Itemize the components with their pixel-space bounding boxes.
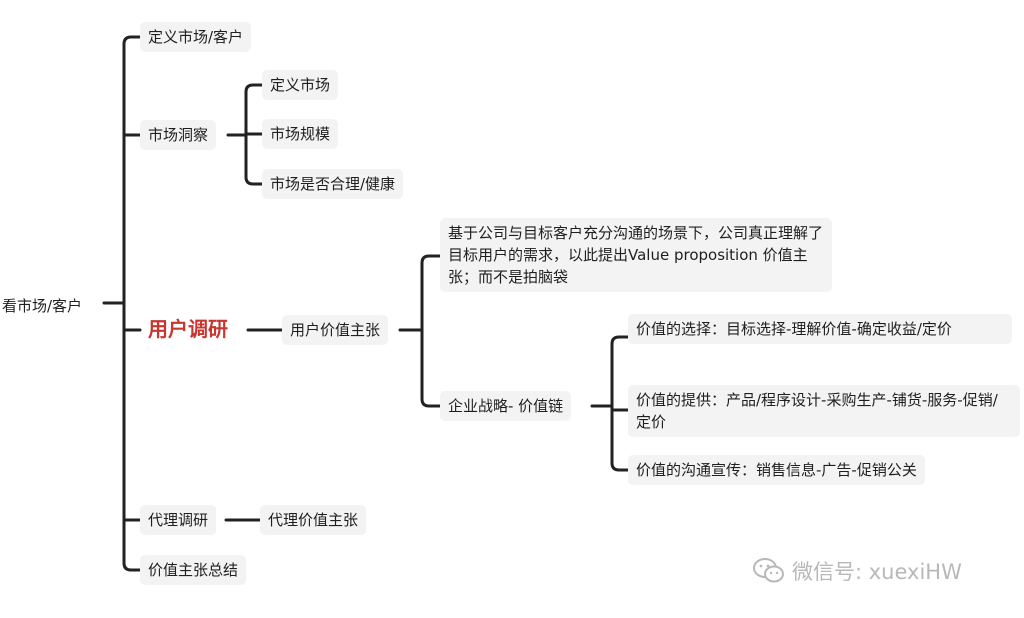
connector: [610, 335, 630, 472]
node-value-proposition-description[interactable]: 基于公司与目标客户充分沟通的场景下，公司真正理解了目标用户的需求，以此提出Val…: [440, 218, 832, 292]
node-define-market[interactable]: 定义市场: [262, 70, 339, 100]
node-agent-research[interactable]: 代理调研: [140, 505, 217, 535]
connector: [420, 254, 442, 408]
node-value-chain[interactable]: 企业战略- 价值链: [440, 391, 572, 421]
node-value-delivery[interactable]: 价值的提供：产品/程序设计-采购生产-铺货-服务-促销/定价: [628, 385, 1020, 437]
node-market-size[interactable]: 市场规模: [262, 119, 339, 149]
connector: [122, 35, 142, 572]
node-user-value-proposition[interactable]: 用户价值主张: [282, 315, 389, 345]
node-value-communication[interactable]: 价值的沟通宣传：销售信息-广告-促销公关: [628, 455, 925, 485]
root-node[interactable]: 看市场/客户: [2, 297, 83, 315]
node-value-choice[interactable]: 价值的选择：目标选择-理解价值-确定收益/定价: [628, 314, 1012, 344]
node-user-research[interactable]: 用户调研: [148, 317, 228, 341]
connector: [244, 83, 264, 186]
node-value-proposition-summary[interactable]: 价值主张总结: [140, 555, 247, 585]
wechat-icon: [753, 558, 784, 583]
watermark: 微信号: xuexiHW: [752, 556, 962, 586]
watermark-text: 微信号: xuexiHW: [792, 560, 962, 584]
node-market-health[interactable]: 市场是否合理/健康: [262, 169, 404, 199]
node-agent-value-proposition[interactable]: 代理价值主张: [260, 505, 367, 535]
node-market-insight[interactable]: 市场洞察: [140, 120, 217, 150]
node-define-market-customer[interactable]: 定义市场/客户: [140, 22, 252, 52]
